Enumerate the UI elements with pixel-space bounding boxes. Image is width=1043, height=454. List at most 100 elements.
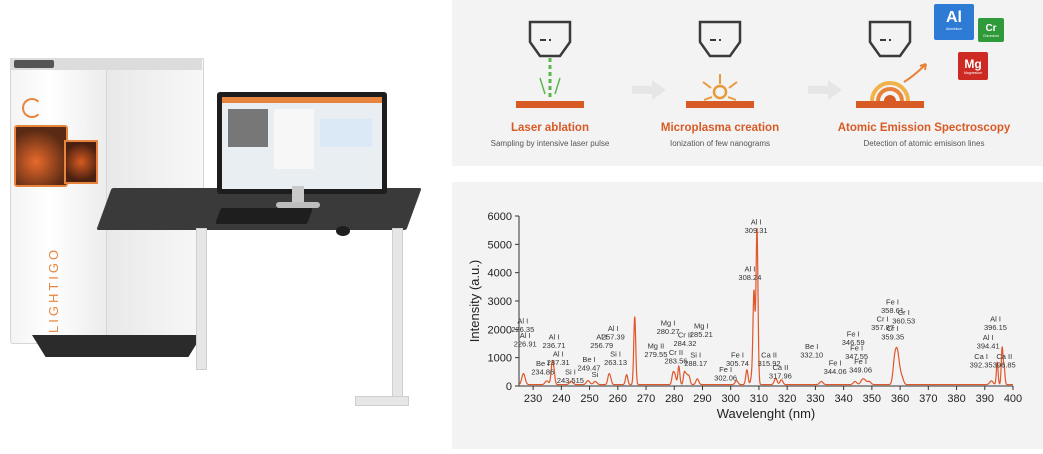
keyboard [215,208,313,224]
arrow-icon [632,80,666,100]
laser-head-icon [516,20,584,108]
peak-label-line: 308.24 [738,273,761,282]
monitor-ui-plot [320,119,372,147]
step-title-aes: Atomic Emission Spectroscopy [837,122,1011,134]
peak-label-line: Al I [751,218,762,227]
element-symbol: Al [946,9,962,26]
peak-label-line: 236.71 [543,341,566,350]
peak-label-line: Fe I [829,359,842,368]
peak-label-line: Fe I [886,298,899,307]
peak-label-line: Al I [517,317,528,326]
peak-label-line: Fe I [854,357,867,366]
peak-label-line: Al I [744,264,755,273]
peak-label-line: 226.35 [511,325,534,334]
instrument-window [14,125,68,187]
x-tick-label: 400 [1004,393,1022,405]
peak-label-line: 392.35 [970,361,993,370]
x-tick-label: 330 [806,393,824,405]
peak-label-line: 285.21 [690,330,713,339]
element-name: Chromium [982,34,1000,38]
peak-label-line: Ca II [996,352,1012,361]
peak-label-line: 243.515 [557,376,584,385]
monitor-base [276,202,320,208]
step-subtitle-laser-ablation: Sampling by intensive laser pulse [490,139,610,148]
monitor-ui-panel [274,109,314,169]
x-tick-label: 240 [552,393,570,405]
monitor [217,92,387,194]
peak-label-line: 396.85 [993,361,1016,370]
peak-label-line: 396.15 [984,323,1007,332]
x-tick-label: 380 [947,393,965,405]
peak-label-line: 284.32 [674,339,697,348]
x-tick-label: 290 [693,393,711,405]
peak-label-line: 349.06 [849,365,872,374]
element-symbol: Mg [964,57,982,71]
peak-label-line: Si [592,370,599,379]
monitor-ui-image [228,109,268,147]
x-tick-label: 260 [609,393,627,405]
spectrum-line [518,227,1013,386]
x-axis-label: Wavelenght (nm) [717,406,816,421]
y-tick-label: 2000 [488,324,512,336]
element-symbol: Cr [985,23,997,34]
peak-label: Si [592,370,599,379]
step-title-microplasma: Microplasma creation [660,122,780,134]
instrument-top-plate [10,58,202,70]
peak-label-line: Be I [805,342,818,351]
x-tick-label: 270 [637,393,655,405]
peak-label-line: Mg II [648,342,665,351]
peak-label-line: Fe I [850,343,863,352]
peak-label-line: Al I [990,314,1001,323]
peak-label-line: 346.59 [842,338,865,347]
peak-label-line: 394.41 [977,342,1000,351]
peak-label-line: Ca II [772,363,788,372]
product-photo: LIGHTIGO [0,0,446,449]
peak-label-line: 317.96 [769,372,792,381]
peak-label-line: 358.61 [881,306,904,315]
x-tick-label: 250 [580,393,598,405]
arrow-icon [808,80,842,100]
y-axis-label: Intensity (a.u.) [467,260,482,342]
x-tick-label: 360 [891,393,909,405]
peak-label-line: 257.39 [602,332,625,341]
step-subtitle-aes: Detection of atomic emisison lines [863,139,985,148]
element-name: Aluminium [945,27,963,31]
instrument-top-controls [14,60,54,68]
peak-label-line: Si I [610,349,621,358]
peak-label-line: Al I [608,324,619,333]
element-tile-cr: Cr Chromium [978,18,1004,42]
peak-label-line: Si I [565,368,576,377]
peak-label-line: Cr II [669,348,683,357]
x-tick-label: 370 [919,393,937,405]
desk-leg-right [392,228,403,400]
peak-label-line: 256.79 [590,341,613,350]
peak-label-line: 279.55 [644,350,667,359]
x-tick-label: 230 [524,393,542,405]
peak-label-line: Fe I [847,329,860,338]
peak-label-line: Al I [983,333,994,342]
peak-label-line: 249.47 [578,363,601,372]
desk-foot [355,396,409,406]
peak-label-line: Al I [596,332,607,341]
emission-icon [856,20,927,108]
peak-label-line: Al I [553,349,564,358]
peak-label-line: 283.56 [664,357,687,366]
